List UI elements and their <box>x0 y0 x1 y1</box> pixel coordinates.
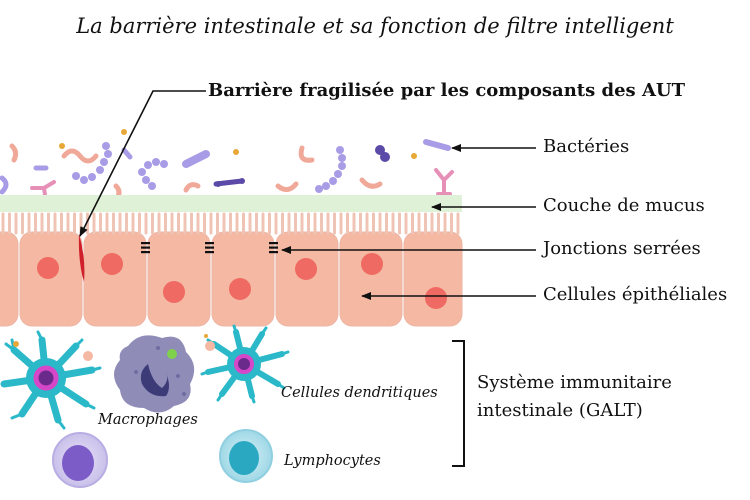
macrophage-icon <box>114 335 195 413</box>
breach-arrow <box>79 90 206 237</box>
tight-junctions <box>141 242 278 254</box>
mucus-layer <box>0 195 462 212</box>
bacteria-group <box>0 129 454 204</box>
tight-junctions-label: Jonctions serrées <box>543 238 701 259</box>
epithelial-cells <box>0 212 463 327</box>
lymphocyte-teal-icon <box>219 429 273 483</box>
mucus-label: Couche de mucus <box>543 195 705 216</box>
microvilli <box>1 212 460 235</box>
bacteria-label: Bactéries <box>543 136 630 157</box>
macrophages-label: Macrophages <box>98 412 198 428</box>
pointer-arrows <box>79 90 536 300</box>
warning-label: Barrière fragilisée par les composants d… <box>208 80 686 101</box>
page-title: La barrière intestinale et sa fonction d… <box>76 14 674 38</box>
dendritic-cells-label: Cellules dendritiques <box>281 385 438 401</box>
lymphocytes-label: Lymphocytes <box>284 453 381 469</box>
epithelial-label: Cellules épithéliales <box>543 284 728 305</box>
lymphocyte-purple-icon <box>52 432 108 488</box>
dendritic-cell-left-icon <box>0 330 102 430</box>
immune-system-label-line1: Système immunitaire <box>477 372 672 393</box>
barrier-breach <box>78 234 85 282</box>
dendritic-cell-right-icon <box>200 324 290 404</box>
immune-system-label-line2: intestinale (GALT) <box>477 400 643 421</box>
galt-bracket <box>452 340 465 467</box>
particles <box>13 334 215 361</box>
